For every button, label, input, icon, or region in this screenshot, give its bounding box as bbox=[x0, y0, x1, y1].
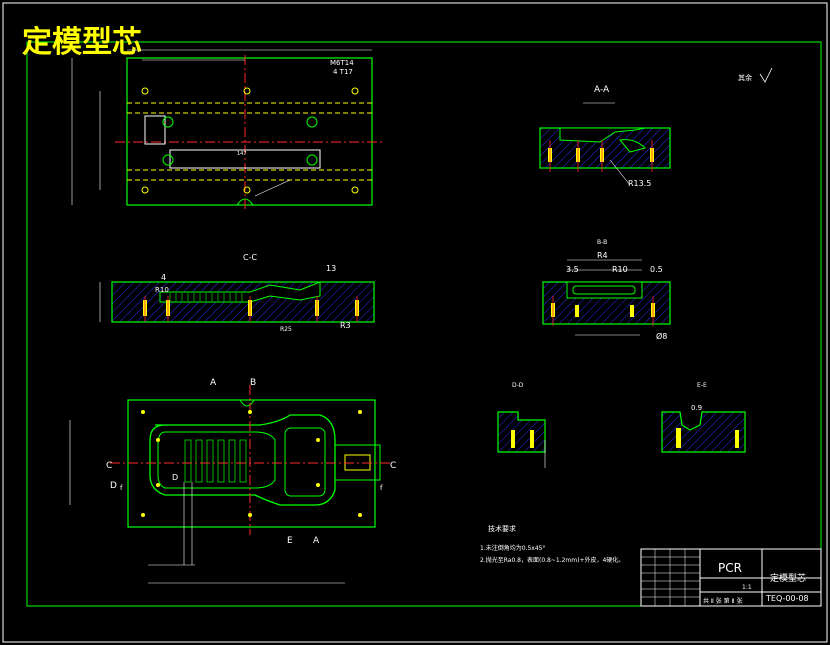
dim-r3: R3 bbox=[340, 321, 351, 330]
title-block-drawing-no: TEQ-00-08 bbox=[765, 594, 809, 603]
title-block-company: PCR bbox=[718, 561, 742, 575]
section-aa-view: R13.5 bbox=[539, 102, 671, 188]
label-b1: B bbox=[250, 378, 256, 388]
tech-req-1: 1.未注倒角均为0.5x45° bbox=[480, 544, 545, 552]
dim-4: 4 bbox=[161, 273, 166, 282]
dim-m6b: 4 T17 bbox=[333, 68, 353, 76]
dim-3-5: 3.5 bbox=[566, 265, 579, 274]
label-ee: E-E bbox=[697, 382, 707, 389]
label-aa: A-A bbox=[594, 85, 610, 95]
dim-r13: R13.5 bbox=[628, 179, 651, 188]
roughness-icon bbox=[759, 67, 773, 83]
label-d2: D bbox=[172, 473, 178, 482]
dim-147: 147 bbox=[237, 151, 247, 157]
label-dd: D-D bbox=[512, 382, 524, 389]
dim-r10: R10 bbox=[612, 265, 628, 274]
tech-req-2: 2.抛光至Ra0.8，表面(0.8~1.2mm)+外皮，4硬化。 bbox=[480, 556, 624, 564]
section-bb-view: R4 R10 3.5 0.5 Ø8 bbox=[542, 251, 671, 341]
drawing-title: 定模型芯 bbox=[22, 25, 142, 60]
title-block: PCR 定模型芯 TEQ-00-08 1:1 共 Ⅱ 张 第 Ⅱ 张 bbox=[640, 548, 822, 607]
roughness-note: 其余 bbox=[738, 73, 752, 82]
label-d1: D bbox=[110, 481, 117, 491]
label-bb: B-B bbox=[597, 239, 607, 246]
dim-0-5: 0.5 bbox=[650, 265, 663, 274]
dim-r25: R25 bbox=[280, 326, 292, 333]
label-c-right: C bbox=[390, 461, 396, 471]
dim-r4: R4 bbox=[597, 251, 608, 260]
title-block-part-name: 定模型芯 bbox=[770, 572, 806, 584]
label-f1: f bbox=[120, 484, 123, 492]
tech-req-title: 技术要求 bbox=[488, 524, 516, 533]
label-a2: A bbox=[313, 536, 320, 546]
label-c-left: C bbox=[106, 461, 112, 471]
dim-13: 13 bbox=[326, 264, 336, 273]
label-cc: C-C bbox=[243, 253, 257, 262]
section-cc-view: 13 4 R3 R25 R10 bbox=[99, 264, 375, 333]
dim-r10b: R10 bbox=[155, 286, 169, 294]
section-ee-view: 0.9 bbox=[661, 404, 746, 453]
top-plan-view: M6T14 4 T17 147 bbox=[71, 49, 385, 210]
dim-d8: Ø8 bbox=[656, 331, 667, 341]
section-dd-view bbox=[497, 411, 546, 468]
title-block-scale: 1:1 bbox=[742, 584, 752, 591]
title-block-sheets: 共 Ⅱ 张 第 Ⅱ 张 bbox=[703, 597, 742, 605]
label-a1: A bbox=[210, 378, 217, 388]
dim-0-9: 0.9 bbox=[691, 404, 702, 412]
bottom-plan-view bbox=[69, 385, 390, 584]
inner-frame bbox=[26, 41, 822, 607]
label-f2: f bbox=[380, 484, 383, 492]
dim-m6: M6T14 bbox=[330, 59, 354, 67]
label-e1: E bbox=[287, 536, 293, 546]
